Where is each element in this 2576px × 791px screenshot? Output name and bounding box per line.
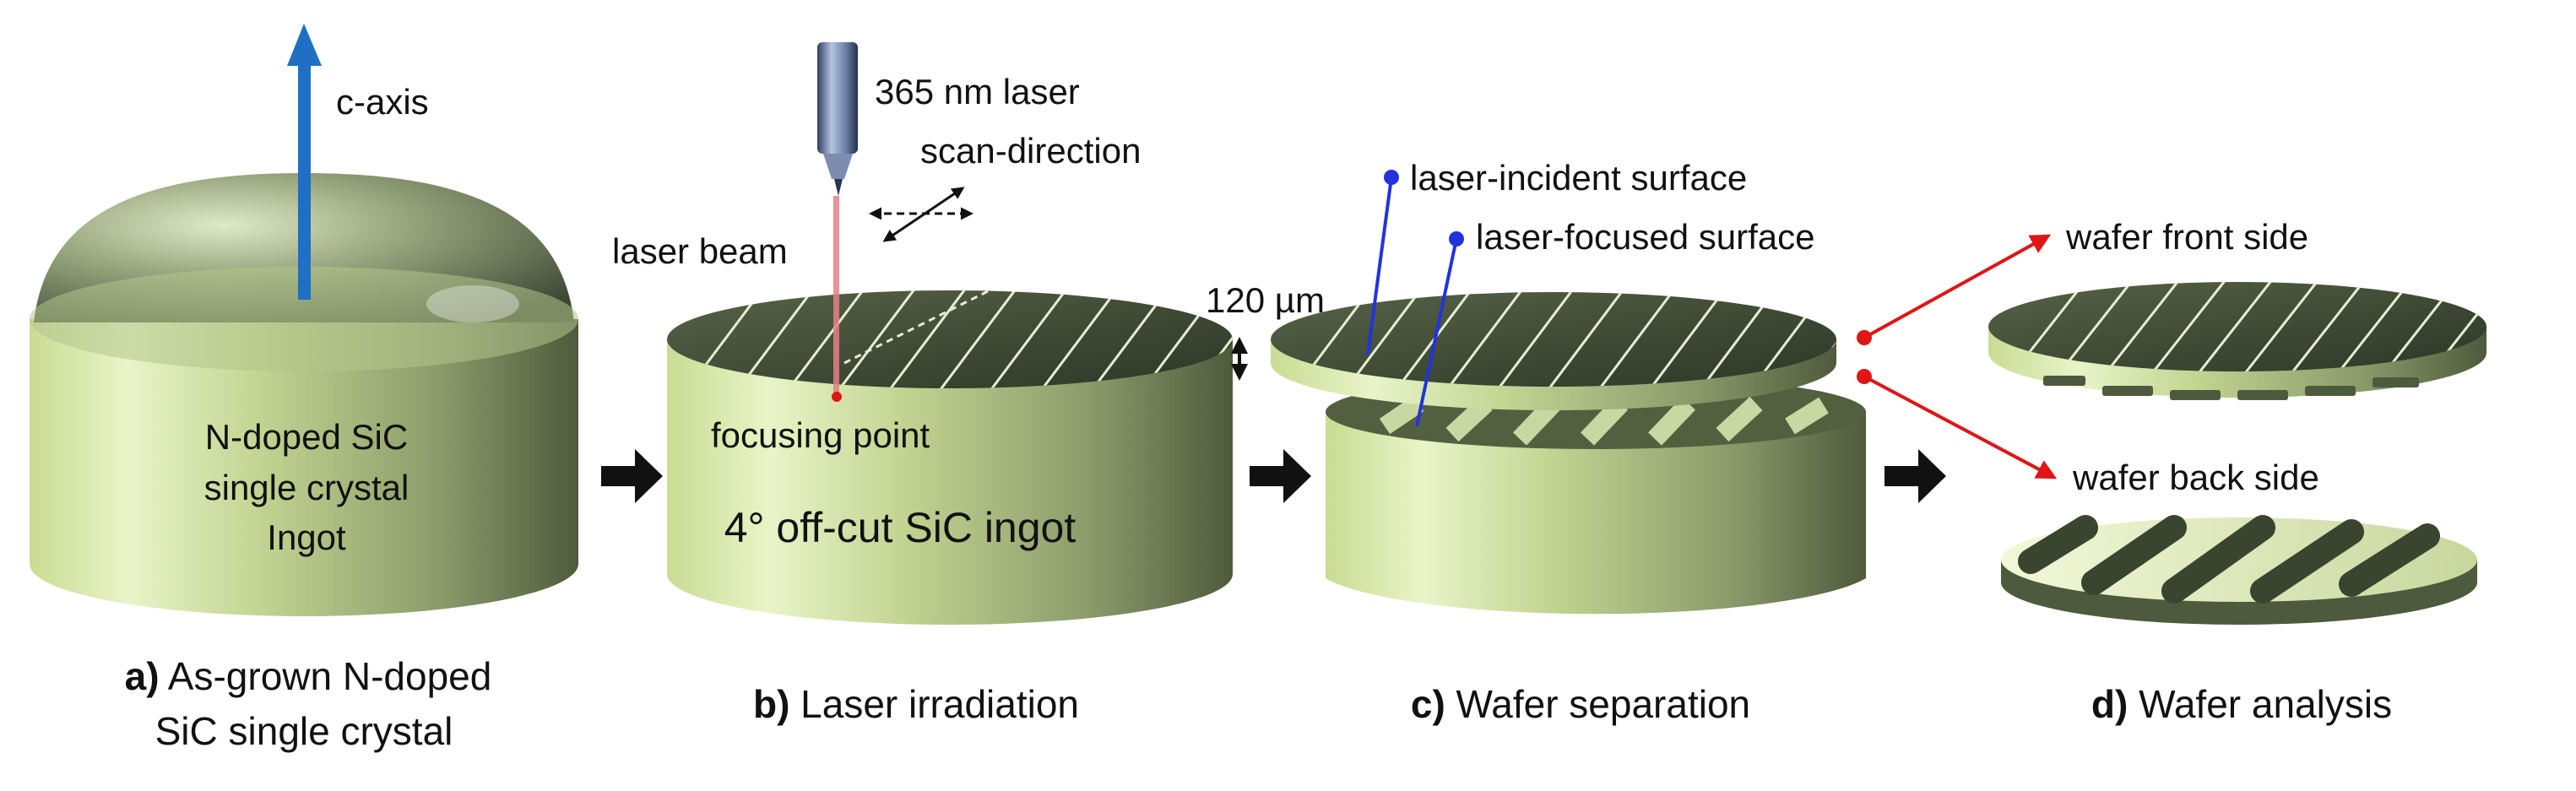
back-stripes <box>1379 395 1829 446</box>
incident-surface-label: laser-incident surface <box>1410 158 1747 198</box>
wafer-front <box>1988 282 2487 400</box>
flow-arrow-3 <box>1885 449 1946 503</box>
caption-a-text-1: As-grown N-doped <box>160 654 492 698</box>
caption-c: c) Wafer separation <box>1411 682 1750 726</box>
flow-arrow-2 <box>1250 449 1311 503</box>
caption-c-letter: c) <box>1411 682 1445 726</box>
caption-b: b) Laser irradiation <box>753 682 1079 726</box>
panel-b: 365 nm laser scan-direction laser beam 1… <box>612 42 1325 726</box>
caption-a-line-1: a) As-grown N-doped <box>125 654 492 698</box>
scan-direction-label: scan-direction <box>920 131 1141 171</box>
focusing-point-dot <box>832 392 842 402</box>
scan-direction-arrows <box>869 187 973 242</box>
wafer-back <box>2001 515 2477 625</box>
focused-surface-label: laser-focused surface <box>1476 217 1815 257</box>
caption-a-letter: a) <box>125 654 160 698</box>
laser-beam-label: laser beam <box>612 231 788 271</box>
ingot-label-line-1: N-doped SiC <box>205 417 408 457</box>
ingot-label-line-2: single crystal <box>204 468 409 507</box>
focused-pointer <box>1415 231 1464 427</box>
back-pointer <box>1857 369 2058 479</box>
off-cut-ingot <box>667 290 1233 625</box>
panel-a: c-axis N-doped SiC single crystal Ingot … <box>30 24 578 753</box>
caption-b-text: Laser irradiation <box>789 682 1079 726</box>
ingot-label: 4° off-cut SiC ingot <box>724 504 1076 551</box>
back-side-stripes <box>2018 515 2440 604</box>
panel-c: laser-incident surface laser-focused sur… <box>1271 158 1866 726</box>
laser-head <box>817 42 858 196</box>
front-pointer <box>1857 234 2052 345</box>
back-side-label: wafer back side <box>2072 458 2319 497</box>
panel-d: wafer front side wafer back side d) Wafe… <box>1857 217 2487 726</box>
focusing-point-label: focusing point <box>711 415 930 455</box>
front-side-label: wafer front side <box>2065 217 2308 257</box>
ingot-label-line-3: Ingot <box>267 517 346 557</box>
c-axis-label: c-axis <box>336 82 429 122</box>
c-axis-arrow <box>287 24 322 300</box>
remaining-ingot <box>1326 375 1866 615</box>
caption-d-text: Wafer analysis <box>2128 682 2392 726</box>
flow-arrow-1 <box>601 449 663 503</box>
caption-c-text: Wafer separation <box>1445 682 1750 726</box>
caption-a-line-2: SiC single crystal <box>155 709 453 753</box>
caption-d: d) Wafer analysis <box>2091 682 2392 726</box>
incident-pointer <box>1366 170 1399 355</box>
caption-b-letter: b) <box>753 682 789 726</box>
as-grown-ingot <box>30 173 578 616</box>
caption-d-letter: d) <box>2091 682 2128 726</box>
thickness-label: 120 µm <box>1206 280 1325 320</box>
laser-label: 365 nm laser <box>875 72 1080 111</box>
laser-beam <box>833 196 839 398</box>
separated-wafer <box>1271 292 1836 410</box>
